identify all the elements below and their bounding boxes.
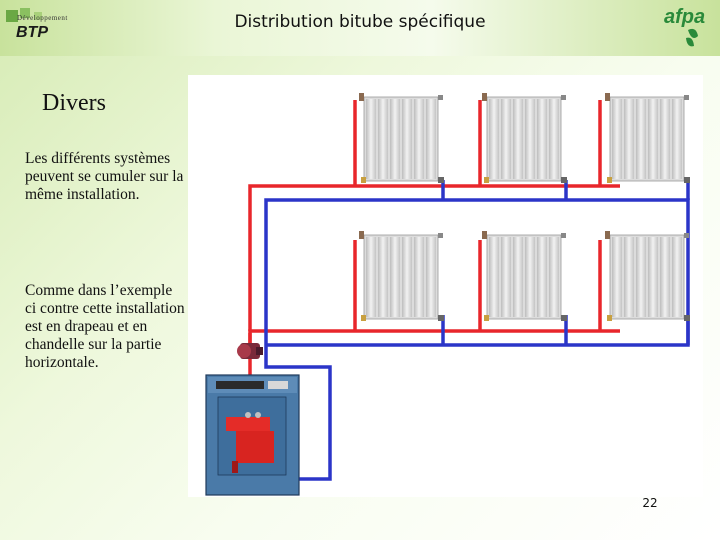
logo-left-btp: BTP xyxy=(16,24,48,41)
page-number: 22 xyxy=(642,496,658,510)
afpa-leaf-icon xyxy=(686,28,698,47)
radiator-icon xyxy=(358,230,445,322)
radiator-icon xyxy=(604,230,691,322)
header-band: Développement BTP Distribution bitube sp… xyxy=(0,0,720,56)
boiler-icon xyxy=(205,374,300,496)
paragraph-example-description: Comme dans l’exemple ci contre cette ins… xyxy=(25,282,185,371)
circulator-pump-icon xyxy=(237,343,263,359)
logo-left-subtext: Développement xyxy=(17,14,68,22)
afpa-logo: afpa xyxy=(664,4,712,50)
radiator-icon xyxy=(481,92,568,184)
radiator-icon xyxy=(481,230,568,322)
developpement-btp-logo: Développement BTP xyxy=(4,6,67,48)
slide-title: Distribution bitube spécifique xyxy=(234,12,486,32)
radiator-icon xyxy=(358,92,445,184)
section-title: Divers xyxy=(42,90,106,116)
heating-diagram-svg xyxy=(205,92,691,496)
radiator-icon xyxy=(604,92,691,184)
afpa-logo-text: afpa xyxy=(664,6,706,28)
heating-diagram xyxy=(188,75,703,497)
paragraph-systems-cumulative: Les différents systèmes peuvent se cumul… xyxy=(25,150,184,203)
logo-shapes-icon xyxy=(6,8,42,22)
